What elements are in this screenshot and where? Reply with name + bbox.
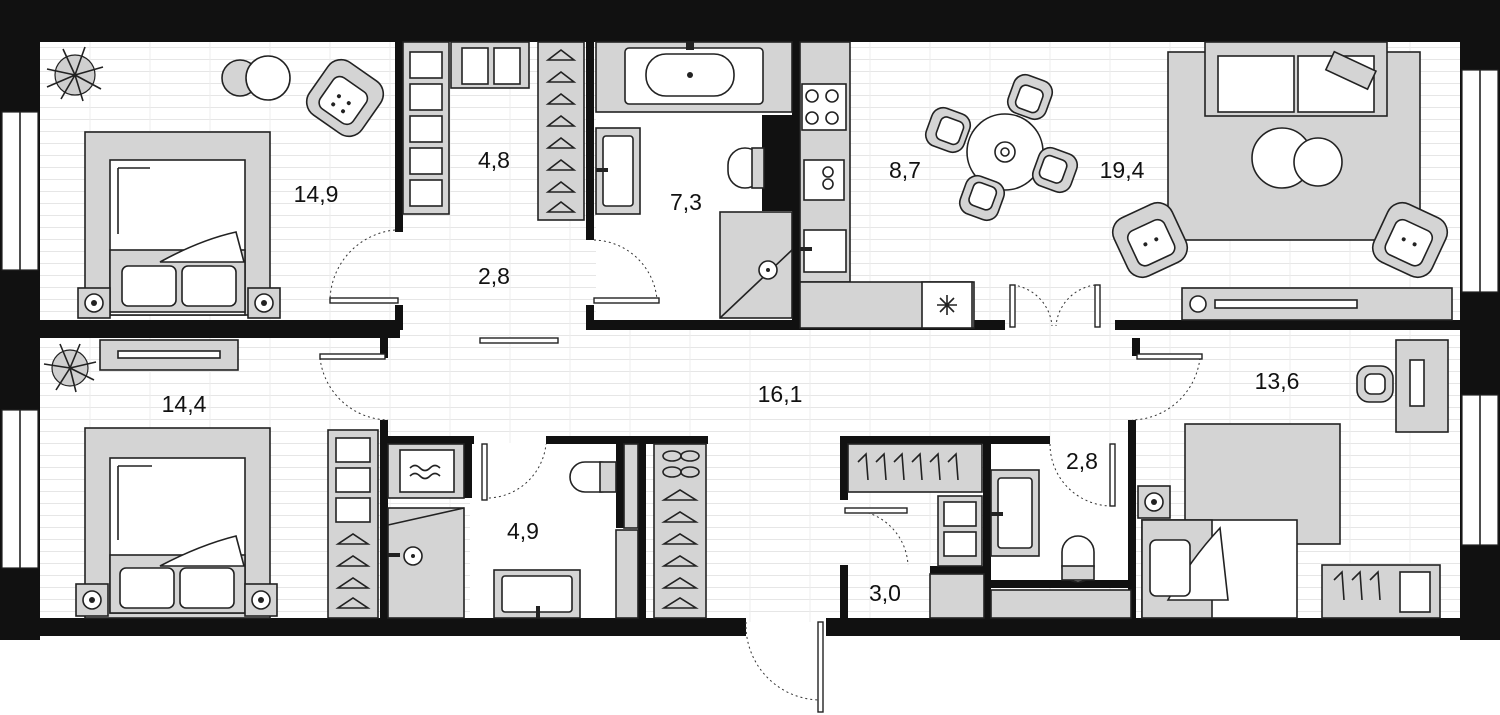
tv-stand-icon: [1181, 287, 1453, 321]
door-icon: [745, 621, 824, 713]
wardrobe-top-furniture: [402, 41, 585, 221]
armchair-icon: [1111, 201, 1189, 279]
tv-stand-icon: [99, 339, 239, 371]
fridge-icon: [921, 281, 973, 329]
living-room-furniture: [1111, 41, 1453, 321]
door-icon: [329, 229, 399, 304]
kitchen-furniture: [799, 41, 1079, 329]
room-area-label: 4,8: [478, 147, 510, 173]
coffee-table-icon: [1251, 127, 1343, 189]
sink-icon: [493, 569, 581, 619]
chair-icon: [1356, 365, 1394, 403]
washing-machine-icon: [387, 443, 465, 499]
chair-icon: [924, 106, 972, 154]
door-icon: [1131, 353, 1203, 421]
desk-icon: [1395, 339, 1449, 433]
bathroom-top-furniture: [595, 41, 793, 319]
sofa-icon: [1204, 41, 1388, 117]
nightstand-icon: [244, 583, 278, 617]
chair-icon: [1006, 73, 1054, 121]
door-icon: [319, 353, 389, 421]
door-icon: [1009, 284, 1101, 328]
sink-icon: [990, 469, 1040, 557]
bedroom-bottom-left-furniture: [43, 339, 379, 619]
room-area-label: 7,3: [670, 189, 702, 215]
door-icon: [1049, 443, 1116, 507]
shirt-icon: [1399, 571, 1431, 613]
nightstand-icon: [247, 287, 281, 319]
room-area-label: 14,9: [294, 181, 339, 207]
armchair-icon: [1371, 201, 1449, 279]
shirt-icon: [943, 501, 977, 557]
door-icon: [479, 337, 559, 344]
bed-icon: [84, 131, 271, 316]
room-area-label: 2,8: [1066, 448, 1098, 474]
room-area-label: 2,8: [478, 263, 510, 289]
bathtub-icon: [595, 41, 793, 113]
toilet-icon: [727, 147, 765, 189]
room-area-label: 14,4: [162, 391, 207, 417]
chair-icon: [958, 174, 1006, 222]
nightstand-icon: [77, 287, 111, 319]
hanger-icon: [857, 452, 959, 481]
area-labels: 14,9 4,8 2,8 7,3 8,7 19,4 14,4 16,1 4,9 …: [162, 147, 1300, 606]
bed-icon: [84, 427, 271, 619]
toilet-icon: [569, 461, 617, 493]
room-area-label: 3,0: [869, 580, 901, 606]
room-area-label: 8,7: [889, 157, 921, 183]
wardrobe-bottom-furniture: [847, 443, 985, 619]
nightstand-icon: [1137, 485, 1171, 519]
snowflake-icon: [937, 295, 957, 315]
wc-bottom-furniture: [990, 469, 1132, 619]
nightstand-icon: [75, 583, 109, 617]
door-icon: [844, 507, 909, 566]
shirt-icon: [335, 437, 371, 523]
armchair-icon: [305, 58, 385, 138]
dining-table-icon: [966, 113, 1044, 191]
hanger-icon: [545, 48, 577, 213]
room-area-label: 13,6: [1255, 368, 1300, 394]
sink-icon: [595, 127, 641, 215]
shower-icon: [719, 211, 793, 319]
plant-icon: [46, 46, 104, 102]
hanger-icon: [1333, 570, 1381, 601]
bedroom-bottom-right-furniture: [1137, 339, 1449, 619]
hanger-icon: [335, 533, 371, 609]
shower-icon: [387, 507, 465, 619]
hanger-icon: [661, 489, 699, 609]
shirt-icon: [409, 51, 443, 207]
bed-icon: [1141, 519, 1298, 619]
windows: [1, 69, 1499, 569]
toilet-icon: [1061, 535, 1095, 583]
sink-icon: [800, 229, 847, 273]
room-area-label: 19,4: [1100, 157, 1145, 183]
chair-icon: [1031, 146, 1079, 194]
coffee-table-icon: [221, 55, 291, 101]
door-icon: [593, 239, 660, 304]
plant-icon: [43, 343, 97, 393]
door-icon: [481, 443, 547, 501]
bathroom-bottom-furniture: [387, 443, 707, 619]
shoes-icon: [662, 450, 700, 478]
room-area-label: 16,1: [758, 381, 803, 407]
interior-walls: [40, 42, 1460, 620]
room-area-label: 4,9: [507, 518, 539, 544]
outer-walls: [0, 0, 1500, 640]
doors: [319, 229, 1203, 713]
bedroom-top-left-furniture: [46, 46, 385, 319]
stove-icon: [801, 83, 847, 131]
